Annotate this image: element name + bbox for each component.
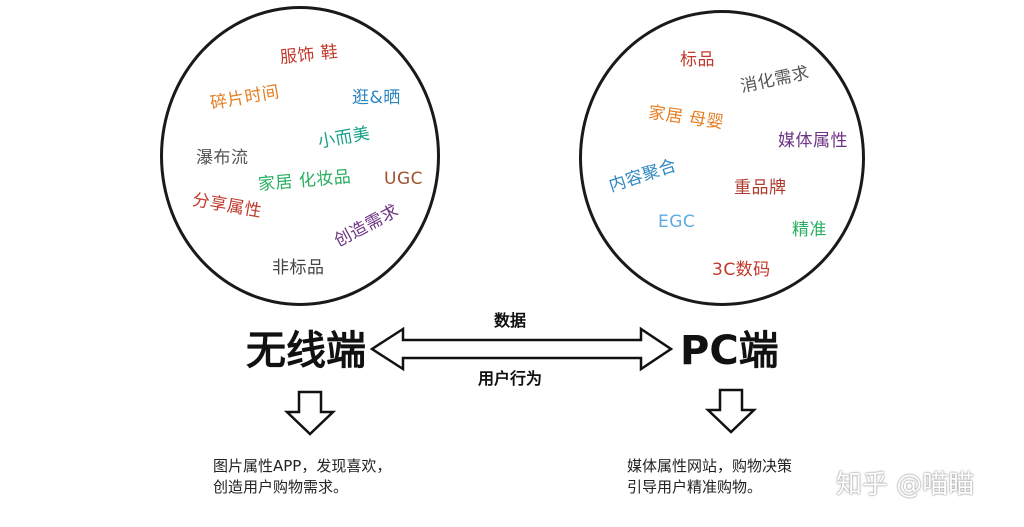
right-tag: 3C数码: [712, 260, 771, 280]
pc-description-line: 媒体属性网站，购物决策: [627, 457, 793, 475]
mobile-label: 无线端: [246, 328, 366, 374]
left-tag: 瀑布流: [196, 148, 249, 168]
left-tag: 逛&晒: [352, 88, 401, 108]
down-arrow-icon: [283, 390, 337, 436]
arrow-bottom-label: 用户行为: [478, 369, 543, 388]
down-arrow-icon: [704, 388, 758, 434]
pc-circle: [579, 10, 865, 306]
right-tag: 重品牌: [734, 178, 787, 198]
watermark: 知乎 @喵瞄: [836, 470, 975, 500]
mobile-circle: [160, 6, 440, 306]
right-tag: EGC: [658, 212, 696, 232]
pc-label: PC端: [680, 328, 779, 374]
mobile-description-line: 图片属性APP，发现喜欢，: [213, 457, 392, 475]
arrow-top-label: 数据: [494, 311, 527, 330]
pc-description: 媒体属性网站，购物决策 引导用户精准购物。: [627, 456, 792, 498]
pc-description-line: 引导用户精准购物。: [627, 478, 763, 496]
right-tag: 标品: [680, 50, 715, 70]
right-tag: 媒体属性: [778, 131, 848, 151]
mobile-description: 图片属性APP，发现喜欢， 创造用户购物需求。: [213, 456, 391, 498]
right-tag: 精准: [792, 220, 827, 240]
left-tag: 非标品: [272, 258, 325, 278]
mobile-description-line: 创造用户购物需求。: [213, 478, 349, 496]
left-tag: UGC: [384, 169, 423, 189]
